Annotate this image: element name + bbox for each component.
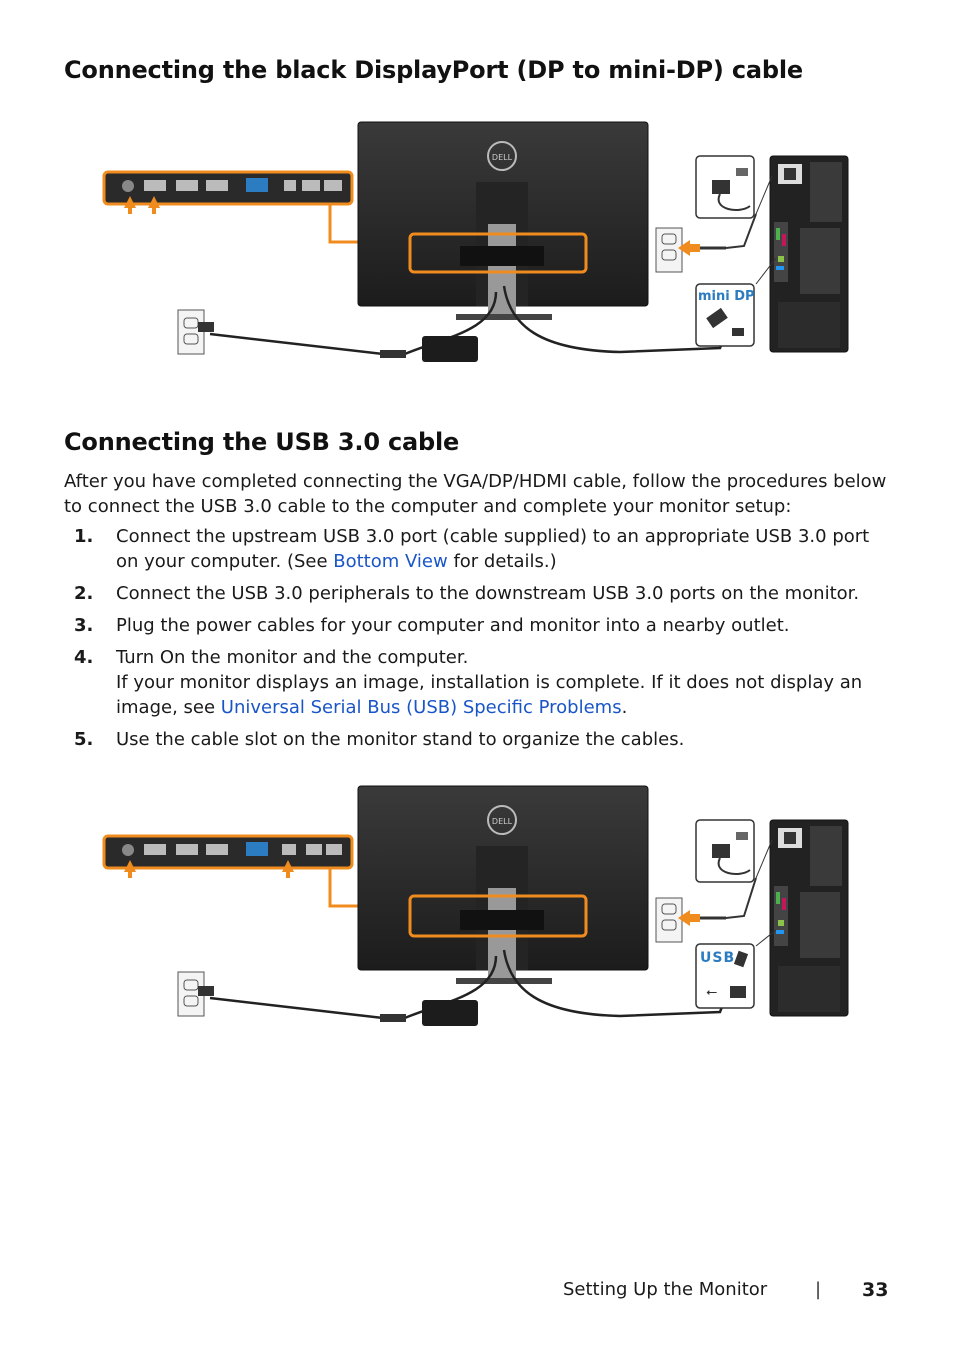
dell-logo: DELL bbox=[492, 153, 513, 162]
step-text: Use the cable slot on the monitor stand … bbox=[116, 729, 685, 750]
list-item: 5. Use the cable slot on the monitor sta… bbox=[64, 727, 894, 752]
section-heading-displayport: Connecting the black DisplayPort (DP to … bbox=[64, 56, 803, 84]
wall-outlet-icon bbox=[655, 227, 683, 273]
intro-paragraph: After you have completed connecting the … bbox=[64, 471, 887, 517]
port-arrow-icon bbox=[124, 196, 160, 214]
step-text: If your monitor displays an image, insta… bbox=[116, 672, 863, 718]
step-number: 4. bbox=[74, 647, 94, 668]
step-text: Connect the USB 3.0 peripherals to the d… bbox=[116, 583, 860, 604]
step-text: . bbox=[621, 697, 628, 718]
step-number: 1. bbox=[74, 526, 94, 547]
monitor-rear-view: DELL bbox=[357, 785, 649, 984]
mini-dp-port-label: mini DP bbox=[698, 289, 755, 304]
list-item: 3. Plug the power cables for your comput… bbox=[64, 613, 894, 638]
footer-section-title: Setting Up the Monitor bbox=[563, 1279, 768, 1300]
step-text: for details.) bbox=[447, 551, 557, 572]
monitor-port-panel-callout bbox=[102, 170, 354, 206]
list-item: 2. Connect the USB 3.0 peripherals to th… bbox=[64, 581, 894, 606]
wall-outlet-icon bbox=[655, 897, 683, 943]
power-adapter bbox=[422, 336, 478, 362]
usb-icon: ⭠ bbox=[706, 984, 717, 1000]
step-text: Connect the upstream USB 3.0 port (cable… bbox=[116, 526, 870, 572]
dell-logo: DELL bbox=[492, 817, 513, 826]
port-arrow-icon bbox=[124, 860, 294, 878]
bottom-view-link[interactable]: Bottom View bbox=[333, 551, 448, 572]
usb-steps-list: 1. Connect the upstream USB 3.0 port (ca… bbox=[64, 524, 894, 759]
usb-port-label: USB bbox=[700, 950, 735, 966]
monitor-rear-view: DELL bbox=[357, 121, 649, 320]
page-number: 33 bbox=[862, 1279, 889, 1301]
footer-separator: | bbox=[815, 1279, 822, 1300]
power-adapter bbox=[422, 1000, 478, 1026]
usb-problems-link[interactable]: Universal Serial Bus (USB) Specific Prob… bbox=[220, 697, 622, 718]
section-heading-usb: Connecting the USB 3.0 cable bbox=[64, 428, 460, 456]
step-number: 5. bbox=[74, 729, 94, 750]
monitor-port-panel-callout bbox=[102, 834, 354, 870]
step-number: 2. bbox=[74, 583, 94, 604]
step-text: Plug the power cables for your computer … bbox=[116, 615, 790, 636]
displayport-connection-figure: DELL mini DP bbox=[102, 121, 849, 362]
step-text: Turn On the monitor and the computer. bbox=[116, 647, 469, 668]
computer-tower-rear bbox=[769, 819, 849, 1017]
computer-tower-rear bbox=[769, 155, 849, 353]
step-number: 3. bbox=[74, 615, 94, 636]
usb-connection-figure: DELL USB ⭠ bbox=[102, 785, 849, 1026]
list-item: 4. Turn On the monitor and the computer.… bbox=[64, 645, 894, 720]
list-item: 1. Connect the upstream USB 3.0 port (ca… bbox=[64, 524, 894, 574]
